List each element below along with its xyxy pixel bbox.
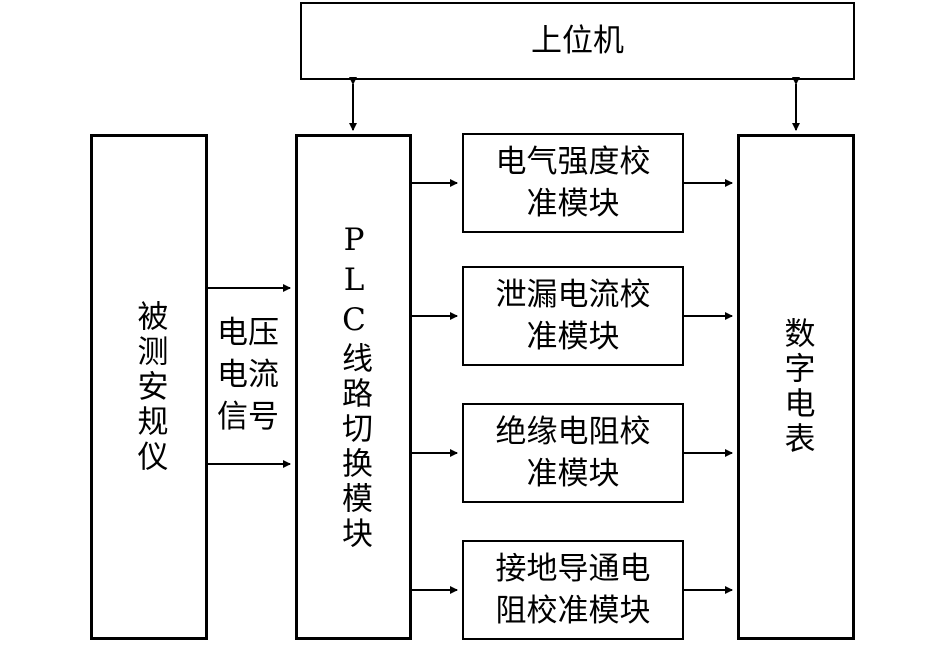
module-3-line-2: 准模块 <box>526 456 620 492</box>
module-2-line-1: 泄漏电流校 <box>495 277 651 313</box>
signal-line-3: 信号 <box>217 399 279 435</box>
device-under-test-box: 被测安规仪 <box>90 134 208 640</box>
signal-line-1: 电压 <box>217 315 279 351</box>
ground-continuity-module-box: 接地导通电 阻校准模块 <box>462 540 684 640</box>
digital-meter-box: 数字电表 <box>737 134 855 640</box>
module-3-line-1: 绝缘电阻校 <box>495 414 651 450</box>
module-4-line-1: 接地导通电 <box>495 551 651 587</box>
leakage-current-module-box: 泄漏电流校 准模块 <box>462 266 684 366</box>
device-under-test-label: 被测安规仪 <box>131 299 168 475</box>
module-1-line-2: 准模块 <box>526 186 620 222</box>
digital-meter-label: 数字电表 <box>778 317 815 457</box>
dielectric-strength-module-box: 电气强度校 准模块 <box>462 133 684 233</box>
voltage-current-signal-label: 电压 电流 信号 <box>212 312 284 438</box>
insulation-resistance-module-box: 绝缘电阻校 准模块 <box>462 403 684 503</box>
module-4-line-2: 阻校准模块 <box>495 593 651 629</box>
host-computer-box: 上位机 <box>300 2 855 80</box>
plc-switching-module-box: PLC线路切换模块 <box>295 134 412 640</box>
plc-switching-module-label: PLC线路切换模块 <box>336 222 372 552</box>
module-1-line-1: 电气强度校 <box>495 144 651 180</box>
signal-line-2: 电流 <box>217 357 279 393</box>
host-computer-label: 上位机 <box>531 23 624 59</box>
module-2-line-2: 准模块 <box>526 319 620 355</box>
